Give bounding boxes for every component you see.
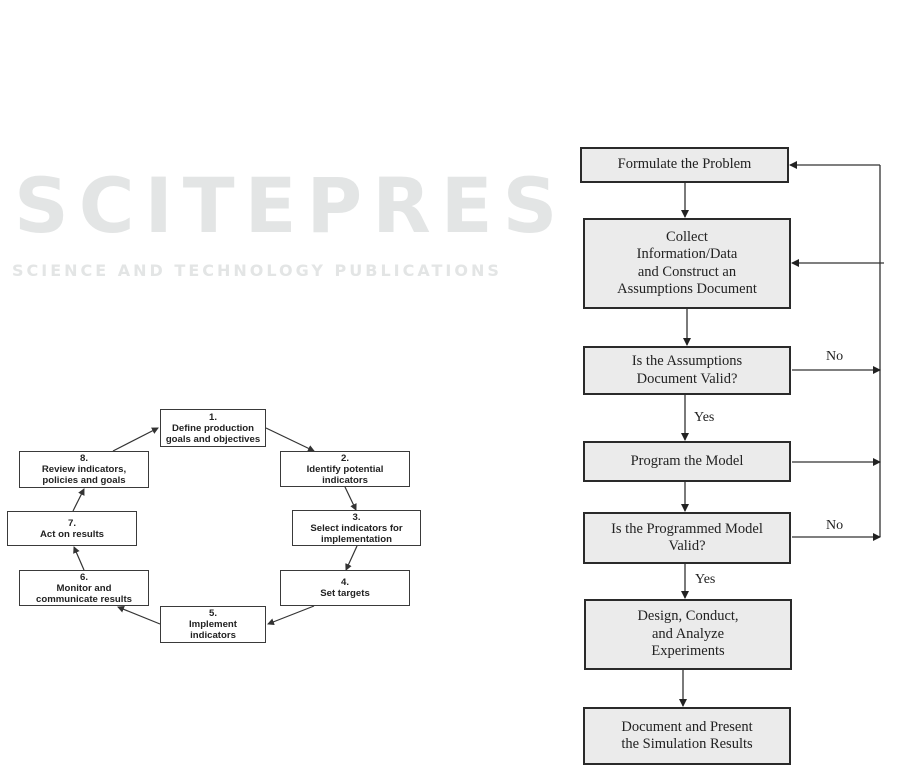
flow-step-collect-data: Collect Information/Data and Construct a… bbox=[583, 218, 791, 309]
cycle-arrow-1-2 bbox=[265, 427, 315, 452]
step-text: Program the Model bbox=[630, 452, 744, 469]
cycle-step-7: 7. Act on results bbox=[7, 511, 137, 546]
no-label-assumptions: No bbox=[826, 349, 844, 364]
cycle-step-8: 8. Review indicators, policies and goals bbox=[19, 451, 149, 488]
cycle-step-1: 1. Define production goals and objective… bbox=[160, 409, 266, 447]
step-number: 3. bbox=[352, 511, 361, 523]
no-label-programmed: No bbox=[826, 518, 844, 533]
step-text: Design, Conduct, bbox=[637, 608, 739, 625]
step-text: and Construct an bbox=[637, 263, 737, 280]
cycle-arrow-2-3 bbox=[344, 486, 357, 511]
step-text: indicators bbox=[190, 630, 236, 641]
step-text: communicate results bbox=[36, 593, 132, 605]
cycle-step-4: 4. Set targets bbox=[280, 570, 410, 606]
cycle-arrow-8-1 bbox=[112, 427, 159, 452]
cycle-arrow-6-7 bbox=[73, 546, 85, 571]
step-text: Is the Assumptions bbox=[631, 353, 743, 369]
step-text: Define production bbox=[171, 422, 255, 434]
cycle-arrow-3-4 bbox=[345, 545, 358, 571]
yes-label-programmed: Yes bbox=[695, 572, 716, 587]
step-text: Review indicators, bbox=[41, 464, 127, 475]
step-text: Is the Programmed Model bbox=[611, 520, 763, 537]
step-number: 7. bbox=[67, 517, 76, 529]
step-text: policies and goals bbox=[42, 475, 126, 486]
step-text: implementation bbox=[321, 533, 392, 545]
step-number: 4. bbox=[340, 577, 349, 588]
step-text: Monitor and bbox=[56, 582, 112, 594]
flow-step-formulate-problem: Formulate the Problem bbox=[580, 147, 789, 183]
step-text: Act on results bbox=[40, 528, 104, 540]
cycle-step-3: 3. Select indicators for implementation bbox=[292, 510, 421, 546]
step-text: Information/Data bbox=[636, 246, 738, 262]
step-number: 8. bbox=[79, 453, 88, 464]
cycle-step-6: 6. Monitor and communicate results bbox=[19, 570, 149, 606]
cycle-step-2: 2. Identify potential indicators bbox=[280, 451, 410, 487]
step-text: and Analyze bbox=[651, 625, 725, 642]
step-number: 6. bbox=[79, 571, 88, 583]
step-number: 5. bbox=[208, 608, 217, 619]
cycle-arrow-7-8 bbox=[72, 488, 85, 512]
step-text: Assumptions Document bbox=[617, 281, 757, 297]
flow-decision-model-valid: Is the Programmed Model Valid? bbox=[583, 512, 791, 564]
step-text: Experiments bbox=[651, 643, 725, 660]
step-text: Select indicators for bbox=[310, 522, 403, 534]
step-text: Identify potential bbox=[306, 463, 384, 475]
step-text: Implement bbox=[189, 619, 237, 630]
step-text: Formulate the Problem bbox=[617, 156, 752, 173]
step-text: Collect bbox=[666, 228, 708, 245]
watermark-tagline: SCIENCE AND TECHNOLOGY PUBLICATIONS bbox=[12, 261, 502, 280]
flow-step-program-model: Program the Model bbox=[583, 441, 791, 482]
step-text: Valid? bbox=[668, 538, 706, 554]
step-text: the Simulation Results bbox=[621, 736, 753, 752]
cycle-arrow-4-5 bbox=[267, 605, 315, 626]
flow-decision-assumptions-valid: Is the Assumptions Document Valid? bbox=[583, 346, 791, 395]
flow-step-document-results: Document and Present the Simulation Resu… bbox=[583, 707, 791, 765]
step-text: Document and Present bbox=[621, 718, 753, 735]
step-text: Document Valid? bbox=[636, 370, 738, 387]
step-number: 2. bbox=[340, 452, 349, 464]
step-text: goals and objectives bbox=[165, 433, 261, 445]
flow-step-design-experiments: Design, Conduct, and Analyze Experiments bbox=[584, 599, 792, 670]
cycle-arrow-5-6 bbox=[117, 606, 161, 625]
step-text: indicators bbox=[322, 474, 368, 486]
yes-label-assumptions: Yes bbox=[694, 410, 715, 425]
step-number: 1. bbox=[208, 411, 217, 423]
step-text: Set targets bbox=[320, 588, 370, 599]
cycle-step-5: 5. Implement indicators bbox=[160, 606, 266, 643]
